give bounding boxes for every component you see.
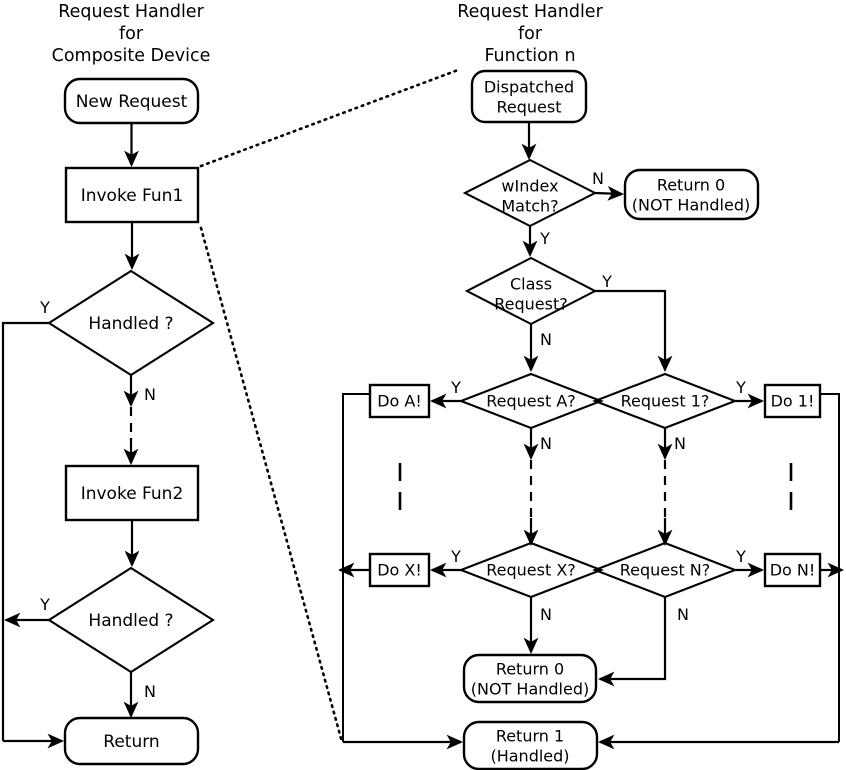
- node-request-1: Request 1?: [592, 372, 738, 430]
- node-return0-top-line1: Return 0: [657, 176, 725, 195]
- node-return1-bottom-line2: (Handled): [490, 747, 569, 766]
- node-handled-1-label: Handled ?: [88, 314, 173, 334]
- edge-label-handled1-no: N: [144, 385, 156, 404]
- node-return0-top: Return 0 (NOT Handled): [623, 168, 760, 221]
- edge-windex-no-to-return0-top: [594, 186, 625, 201]
- node-do-x: Do X!: [368, 552, 431, 588]
- node-windex-match-line2: Match?: [501, 197, 558, 216]
- node-return0-bottom-line1: Return 0: [496, 660, 564, 679]
- node-do-1-label: Do 1!: [771, 392, 815, 411]
- node-do-a: Do A!: [368, 383, 431, 419]
- node-invoke-fun2: Invoke Fun2: [64, 464, 200, 522]
- node-do-x-label: Do X!: [377, 561, 422, 580]
- left-title-line2: for: [119, 24, 144, 44]
- node-return0-bottom-line2: (NOT Handled): [471, 680, 589, 699]
- node-invoke-fun1-label: Invoke Fun1: [81, 186, 184, 206]
- edge-label-request-a-yes: Y: [450, 378, 461, 397]
- node-invoke-fun2-label: Invoke Fun2: [81, 484, 184, 504]
- node-dispatched-request-line1: Dispatched: [484, 78, 574, 97]
- node-handled-2-label: Handled ?: [88, 611, 173, 631]
- callout-line-upper: [199, 68, 460, 168]
- node-return1-bottom-line1: Return 1: [496, 727, 564, 746]
- edge-label-request-x-no: N: [540, 605, 552, 624]
- node-return0-top-line2: (NOT Handled): [632, 196, 750, 215]
- edge-label-windex-no: N: [592, 169, 604, 188]
- edge-label-request-x-yes: Y: [450, 547, 461, 566]
- edge-label-class-no: N: [540, 330, 552, 349]
- node-dispatched-request-line2: Request: [497, 98, 562, 117]
- node-new-request: New Request: [63, 77, 200, 125]
- left-title-line1: Request Handler: [58, 2, 204, 22]
- node-request-n: Request N?: [592, 541, 738, 599]
- edge-label-request-1-no: N: [674, 434, 686, 453]
- edge-label-handled2-no: N: [144, 682, 156, 701]
- node-return0-bottom: Return 0 (NOT Handled): [462, 653, 598, 704]
- edge-label-handled2-yes: Y: [39, 595, 50, 614]
- edge-do-a-to-left-bus: [342, 393, 370, 742]
- edge-label-handled1-yes: Y: [39, 298, 50, 317]
- node-windex-match: wIndex Match?: [462, 158, 598, 228]
- edge-class-yes-to-request1: [595, 289, 673, 373]
- callout-line-lower: [199, 226, 344, 744]
- node-request-a-label: Request A?: [486, 392, 576, 411]
- edge-label-request-a-no: N: [540, 434, 552, 453]
- right-title: Request Handler for Function n: [457, 2, 603, 66]
- edge-label-windex-yes: Y: [539, 229, 550, 248]
- node-return-label: Return: [103, 732, 159, 752]
- node-class-request: Class Request?: [464, 256, 598, 326]
- node-request-1-label: Request 1?: [621, 392, 710, 411]
- node-invoke-fun1: Invoke Fun1: [64, 166, 200, 224]
- edge-label-request-n-no: N: [677, 605, 689, 624]
- node-request-n-label: Request N?: [620, 561, 711, 580]
- edge-label-request-n-yes: Y: [735, 547, 746, 566]
- left-title-line3: Composite Device: [52, 46, 211, 66]
- node-do-1: Do 1!: [763, 383, 822, 419]
- node-windex-match-line1: wIndex: [501, 177, 558, 196]
- right-title-line2: for: [518, 24, 543, 44]
- node-return: Return: [63, 716, 200, 766]
- node-do-n: Do N!: [763, 552, 822, 588]
- node-return1-bottom: Return 1 (Handled): [462, 720, 599, 770]
- edge-do-1-to-right-bus: [820, 393, 840, 742]
- node-new-request-label: New Request: [76, 92, 188, 112]
- node-class-request-line1: Class: [510, 275, 552, 294]
- node-class-request-line2: Request?: [494, 295, 567, 314]
- node-request-x: Request X?: [458, 541, 604, 599]
- node-handled-1: Handled ?: [47, 269, 215, 377]
- node-request-a: Request A?: [458, 372, 604, 430]
- node-request-x-label: Request X?: [486, 561, 576, 580]
- edge-request-n-no-to-return0: [597, 597, 667, 687]
- edge-label-class-yes: Y: [601, 272, 612, 291]
- node-do-a-label: Do A!: [377, 392, 422, 411]
- node-dispatched-request: Dispatched Request: [470, 69, 588, 124]
- right-title-line1: Request Handler: [457, 2, 603, 22]
- node-handled-2: Handled ?: [47, 566, 215, 674]
- left-title: Request Handler for Composite Device: [52, 2, 211, 66]
- edge-label-request-1-yes: Y: [735, 378, 746, 397]
- node-do-n-label: Do N!: [770, 561, 816, 580]
- edge-handled1-yes-path: [1, 321, 49, 741]
- right-title-line3: Function n: [484, 46, 575, 66]
